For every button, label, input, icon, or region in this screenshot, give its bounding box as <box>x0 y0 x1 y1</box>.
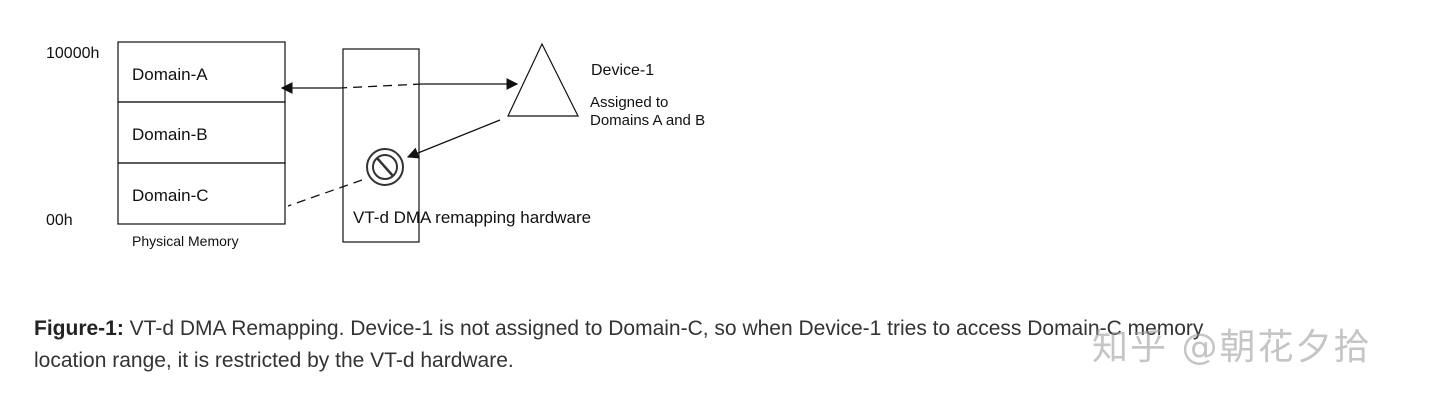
blocked-path-to-domain-c <box>287 179 363 207</box>
figure-caption-line2: location range, it is restricted by the … <box>34 349 514 372</box>
hardware-path-dashed <box>339 83 423 89</box>
domain-c-box <box>117 162 286 225</box>
domain-b-label: Domain-B <box>132 125 208 144</box>
domain-c-label: Domain-C <box>132 186 209 205</box>
address-top-label: 10000h <box>46 45 99 62</box>
physical-memory-block: Domain-A Domain-B Domain-C <box>117 41 286 225</box>
device-name-label: Device-1 <box>591 62 654 79</box>
figure-caption-label: Figure-1: <box>34 317 124 340</box>
hardware-label: VT-d DMA remapping hardware <box>353 208 591 227</box>
vtd-diagram: 10000h 00h Domain-A Domain-B Domain-C Ph… <box>46 41 705 249</box>
address-bottom-label: 00h <box>46 212 73 229</box>
domain-a-label: Domain-A <box>132 65 208 84</box>
figure-caption: Figure-1: VT-d DMA Remapping. Device-1 i… <box>34 313 1374 377</box>
blocked-icon <box>366 148 404 186</box>
physical-memory-label: Physical Memory <box>132 233 239 249</box>
vtd-hardware-box <box>342 48 420 243</box>
device-note-line2: Domains A and B <box>590 112 705 129</box>
device-note-line1: Assigned to <box>590 94 668 111</box>
device-request-arrow <box>406 119 501 159</box>
device-triangle-icon <box>507 42 579 117</box>
watermark: 知乎 @朝花夕拾 <box>1092 327 1372 368</box>
figure-caption-line1: VT-d DMA Remapping. Device-1 is not assi… <box>123 317 1204 340</box>
